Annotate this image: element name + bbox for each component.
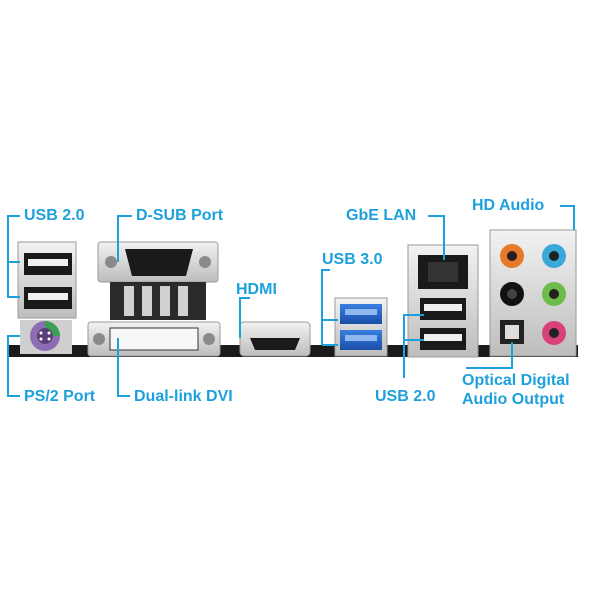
label-hd-audio: HD Audio	[472, 197, 545, 214]
label-optical-line1: Optical Digital	[462, 372, 570, 389]
lan-usb20-stack	[407, 244, 479, 358]
usb20-left-stack	[17, 241, 77, 319]
label-usb20-right: USB 2.0	[375, 388, 436, 405]
callout-lines	[7, 205, 575, 397]
usb30-stack	[334, 297, 388, 357]
label-hdmi: HDMI	[236, 281, 277, 298]
label-usb30: USB 3.0	[322, 251, 383, 268]
label-optical-line2: Audio Output	[462, 391, 565, 408]
label-usb20-left: USB 2.0	[24, 207, 85, 224]
audio-block	[489, 229, 577, 357]
hdmi-port	[239, 321, 311, 357]
dsub-port	[97, 241, 219, 320]
label-dvi: Dual-link DVI	[134, 388, 233, 405]
dvi-port	[87, 321, 221, 357]
label-gbe-lan: GbE LAN	[346, 207, 417, 224]
label-ps2: PS/2 Port	[24, 388, 96, 405]
label-dsub: D-SUB Port	[136, 207, 224, 224]
ps2-port	[20, 320, 72, 354]
